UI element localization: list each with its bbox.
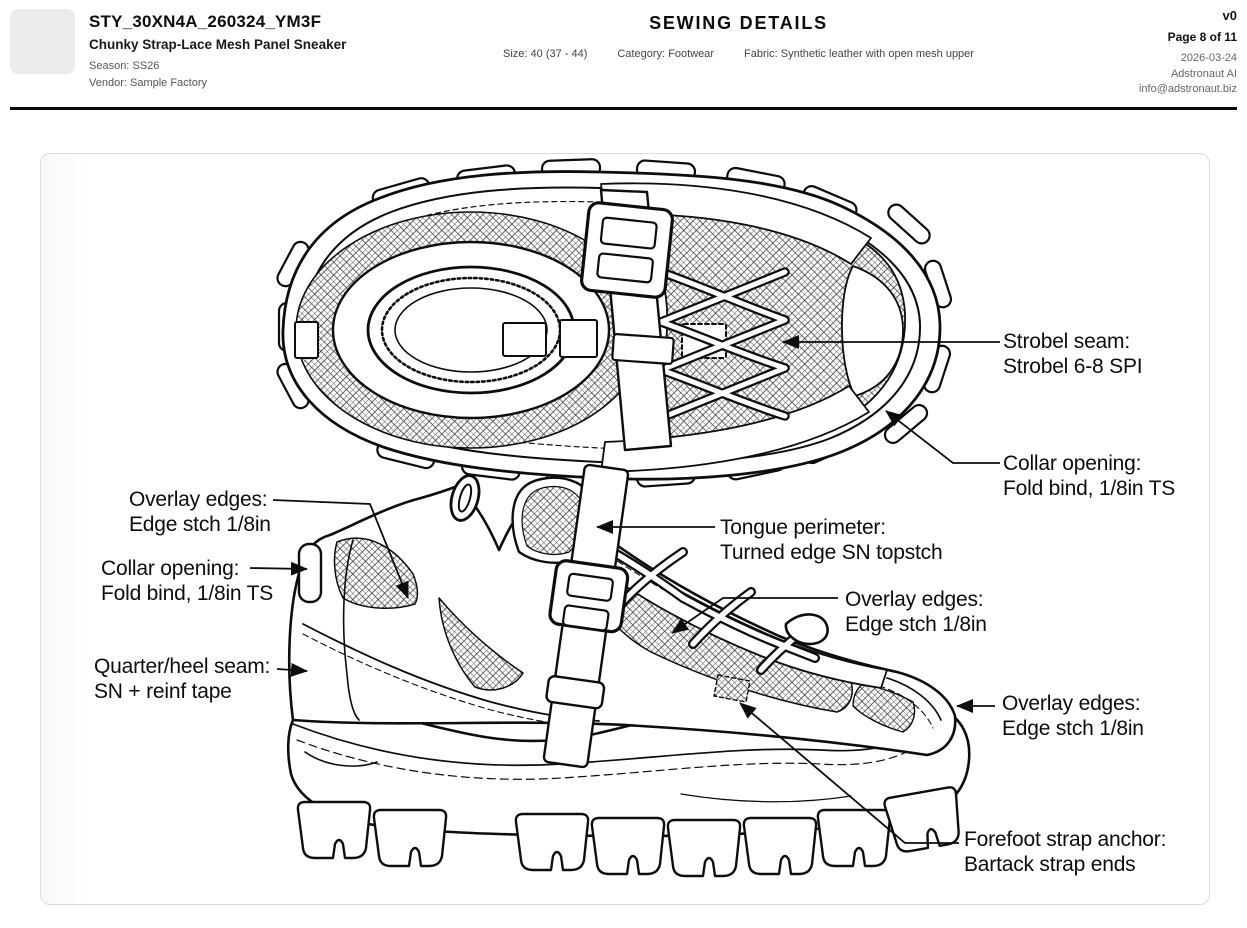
logo-placeholder	[10, 9, 75, 74]
side-view-quarter-mesh	[438, 597, 524, 691]
annotation-title: Strobel seam:	[1003, 330, 1130, 353]
annotation-spec: SN + reinf tape	[94, 679, 232, 703]
version-label: v0	[1222, 8, 1237, 23]
technical-drawing-panel: Strobel seam: Strobel 6-8 SPI Collar ope…	[40, 153, 1210, 905]
annotation-strobel-seam: Strobel seam: Strobel 6-8 SPI	[1003, 330, 1143, 379]
meta-size: Size: 40 (37 - 44)	[503, 48, 588, 60]
side-view-pull-loop	[449, 474, 481, 522]
annotation-spec: Fold bind, 1/8in TS	[1003, 476, 1176, 500]
page-title: SEWING DETAILS	[649, 13, 828, 33]
page-number: Page 8 of 11	[1167, 30, 1237, 44]
annotation-spec: Bartack strap ends	[964, 852, 1136, 876]
top-view-overlay-band-top	[600, 182, 872, 265]
top-view-overlay-band-bottom	[600, 385, 870, 473]
top-view-drawing	[276, 158, 953, 488]
page-header: STY_30XN4A_260324_YM3F Chunky Strap-Lace…	[0, 0, 1247, 107]
annotation-forefoot-strap-anchor: Forefoot strap anchor: Bartack strap end…	[964, 828, 1166, 877]
callout-leader-lines	[249, 335, 1000, 844]
annotation-collar-opening-top: Collar opening: Fold bind, 1/8in TS	[1003, 452, 1175, 501]
side-view-drawing	[286, 463, 971, 878]
top-view-toe-pod	[841, 265, 904, 397]
annotation-collar-opening-side: Collar opening: Fold bind, 1/8in TS	[101, 557, 273, 606]
annotation-title: Quarter/heel seam:	[94, 655, 271, 678]
annotation-overlay-edges-mid: Overlay edges: Edge stch 1/8in	[845, 588, 987, 637]
leader-overlay-mid	[671, 597, 838, 634]
annotation-spec: Edge stch 1/8in	[129, 512, 271, 536]
annotation-spec: Edge stch 1/8in	[845, 612, 987, 636]
side-view-toe-cap-lines	[878, 677, 942, 729]
annotation-title: Forefoot strap anchor:	[964, 828, 1167, 851]
style-code: STY_30XN4A_260324_YM3F	[89, 12, 322, 31]
header-right: v0 Page 8 of 11 2026-03-24 Adstronaut AI…	[1027, 0, 1247, 107]
annotation-title: Overlay edges:	[845, 588, 984, 611]
side-view-lace-loop	[784, 613, 829, 646]
annotation-spec: Fold bind, 1/8in TS	[101, 581, 274, 605]
side-view-heel-tab	[297, 542, 323, 604]
side-view-strap-anchor	[713, 674, 751, 703]
annotation-title: Overlay edges:	[1002, 692, 1141, 715]
meta-fabric: Fabric: Synthetic leather with open mesh…	[744, 48, 974, 60]
company-name: Adstronaut AI	[1170, 67, 1237, 80]
annotation-title: Tongue perimeter:	[720, 516, 886, 539]
leader-overlay-left	[272, 499, 409, 599]
season-vendor: Season: SS26 Vendor: Sample Factory	[89, 58, 346, 91]
side-view-laces	[608, 547, 829, 675]
top-view-strap	[580, 188, 675, 452]
sheet-meta: Size: 40 (37 - 44) Category: Footwear Fa…	[450, 48, 1027, 60]
header-center: SEWING DETAILS Size: 40 (37 - 44) Catego…	[450, 0, 1027, 107]
annotation-spec: Strobel 6-8 SPI	[1003, 354, 1143, 378]
annotation-title: Overlay edges:	[129, 488, 268, 511]
annotation-spec: Edge stch 1/8in	[1002, 716, 1144, 740]
annotation-overlay-edges-toe: Overlay edges: Edge stch 1/8in	[1002, 692, 1144, 741]
annotation-title: Collar opening:	[101, 557, 240, 580]
annotation-spec: Turned edge SN topstch	[720, 540, 943, 564]
leader-forefoot	[739, 702, 959, 844]
annotation-overlay-edges-left: Overlay edges: Edge stch 1/8in	[129, 488, 271, 537]
side-view-strap	[542, 463, 630, 769]
vendor-line: Vendor: Sample Factory	[89, 76, 208, 89]
top-view-buckle	[580, 201, 674, 299]
leader-collar-top	[885, 410, 1000, 464]
doc-info: 2026-03-24 Adstronaut AI info@adstronaut…	[1027, 51, 1237, 98]
top-view-laces	[656, 267, 790, 423]
annotation-tongue-perimeter: Tongue perimeter: Turned edge SN topstch	[720, 516, 943, 565]
header-left: STY_30XN4A_260324_YM3F Chunky Strap-Lace…	[10, 9, 450, 107]
style-id-block: STY_30XN4A_260324_YM3F Chunky Strap-Lace…	[89, 9, 346, 107]
season-line: Season: SS26	[89, 60, 160, 72]
style-name: Chunky Strap-Lace Mesh Panel Sneaker	[89, 37, 347, 52]
meta-category: Category: Footwear	[617, 48, 715, 60]
annotation-title: Collar opening:	[1003, 452, 1142, 475]
header-divider	[10, 107, 1237, 110]
doc-date: 2026-03-24	[1180, 52, 1237, 64]
annotation-quarter-heel-seam: Quarter/heel seam: SN + reinf tape	[94, 655, 270, 704]
company-email: info@adstronaut.biz	[1138, 83, 1237, 96]
leader-quarter-heel	[276, 662, 308, 677]
sneaker-technical-drawing	[249, 158, 1000, 878]
leader-collar-side	[249, 561, 308, 576]
top-view-midsole-rim	[301, 186, 922, 465]
